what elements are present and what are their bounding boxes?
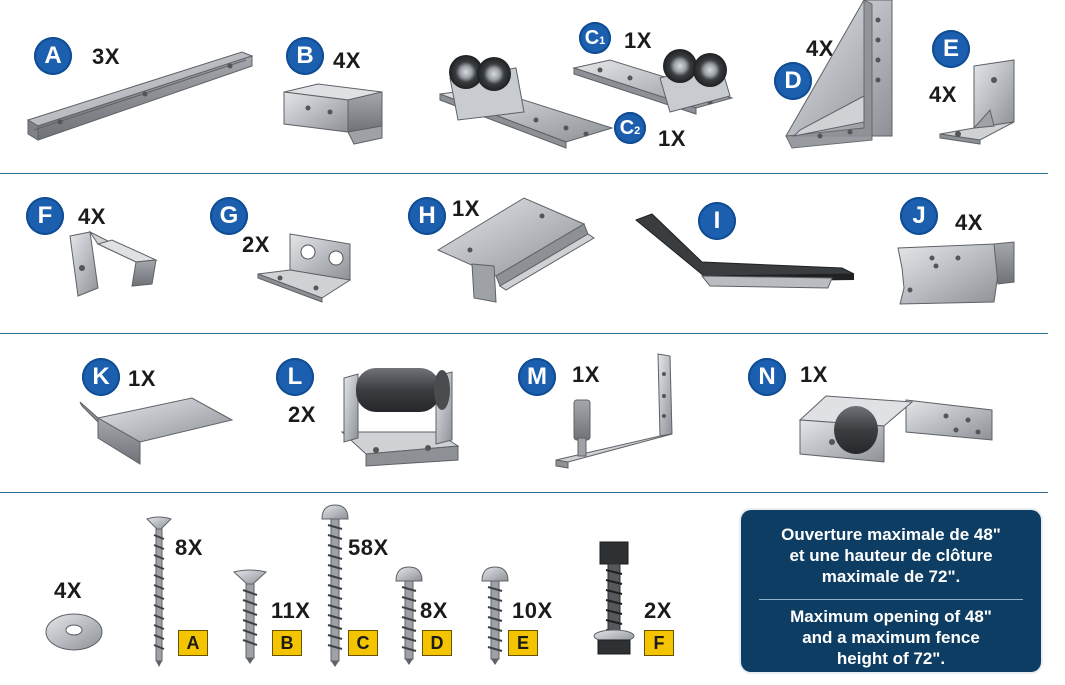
hardware-qty-d: 8X xyxy=(420,598,448,623)
hardware-qty-e: 10X xyxy=(512,598,553,623)
guide-roller-part-l xyxy=(340,368,460,467)
hardware-tag-f: F xyxy=(644,630,674,656)
washer-icon xyxy=(45,613,103,651)
t-plate-part-j xyxy=(897,241,1015,305)
part-badge-b: B xyxy=(286,37,324,75)
part-badge-k: K xyxy=(82,358,120,396)
gusset-bracket-part-d xyxy=(785,0,893,149)
part-qty-b: 4X xyxy=(333,48,361,73)
end-roller-bracket-part-n xyxy=(798,395,993,463)
pan-head-screw-icon-c xyxy=(321,504,349,667)
hardware-qty-f: 2X xyxy=(644,598,672,623)
angle-bracket-part-e xyxy=(939,59,1015,145)
part-qty-c1: 1X xyxy=(624,28,652,53)
roller-carriage-part-c1 xyxy=(572,49,734,115)
hardware-qty-washer: 4X xyxy=(54,578,82,603)
offset-plate-part-h xyxy=(436,197,595,303)
part-qty-f: 4X xyxy=(78,204,106,229)
part-badge-i: I xyxy=(698,202,736,240)
part-qty-d: 4X xyxy=(806,36,834,61)
hardware-tag-b: B xyxy=(272,630,302,656)
hardware-tag-c: C xyxy=(348,630,378,656)
part-qty-n: 1X xyxy=(800,362,828,387)
hardware-qty-a: 8X xyxy=(175,535,203,560)
hardware-qty-c: 58X xyxy=(348,535,389,560)
info-text-french: Ouverture maximale de 48" et une hauteur… xyxy=(781,525,1001,586)
info-separator xyxy=(759,599,1023,600)
part-badge-l: L xyxy=(276,358,314,396)
pan-head-screw-icon-d xyxy=(395,566,423,665)
part-badge-j: J xyxy=(900,197,938,235)
row-divider-1 xyxy=(0,173,1048,174)
part-qty-e: 4X xyxy=(929,82,957,107)
u-channel-part-b xyxy=(283,83,383,145)
bent-guide-part-i xyxy=(635,213,855,289)
hex-bolt-icon-f xyxy=(593,541,635,655)
part-badge-f: F xyxy=(26,197,64,235)
part-qty-k: 1X xyxy=(128,366,156,391)
part-badge-m: M xyxy=(518,358,556,396)
flat-plate-part-k xyxy=(79,397,234,465)
l-bracket-part-g xyxy=(257,233,352,303)
pan-head-screw-icon-e xyxy=(481,566,509,665)
hardware-tag-e: E xyxy=(508,630,538,656)
track-rail-part-a xyxy=(26,51,254,141)
roller-carriage-part-c2 xyxy=(439,55,614,149)
part-badge-h: H xyxy=(408,197,446,235)
info-text-english: Maximum opening of 48" and a maximum fen… xyxy=(790,607,992,668)
ground-stop-part-m xyxy=(555,353,673,469)
part-badge-g: G xyxy=(210,197,248,235)
row-divider-3 xyxy=(0,492,1048,493)
z-bracket-part-f xyxy=(69,230,158,297)
part-qty-a: 3X xyxy=(92,44,120,69)
row-divider-2 xyxy=(0,333,1048,334)
part-badge-a: A xyxy=(34,37,72,75)
part-qty-m: 1X xyxy=(572,362,600,387)
flat-head-screw-icon-a xyxy=(146,516,172,667)
part-qty-g: 2X xyxy=(242,232,270,257)
flat-head-screw-icon-b xyxy=(232,569,268,664)
max-opening-info-panel: Ouverture maximale de 48" et une hauteur… xyxy=(741,510,1041,672)
hardware-tag-d: D xyxy=(422,630,452,656)
part-qty-c2: 1X xyxy=(658,126,686,151)
part-badge-e: E xyxy=(932,30,970,68)
hardware-qty-b: 11X xyxy=(271,598,311,623)
part-badge-n: N xyxy=(748,358,786,396)
part-qty-j: 4X xyxy=(955,210,983,235)
part-qty-l: 2X xyxy=(288,402,316,427)
part-qty-h: 1X xyxy=(452,196,480,221)
hardware-tag-a: A xyxy=(178,630,208,656)
part-badge-d: D xyxy=(774,62,812,100)
